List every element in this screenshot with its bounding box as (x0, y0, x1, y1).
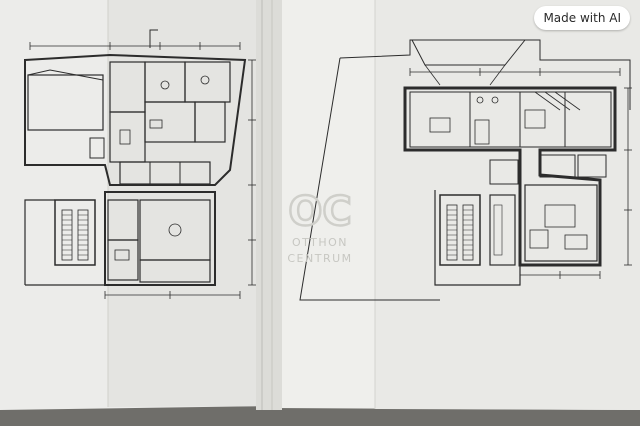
center-fold (256, 0, 282, 410)
watermark-line2: CENTRUM (287, 252, 352, 265)
made-with-ai-badge: Made with AI (534, 6, 630, 30)
right-floor-plan (299, 39, 632, 301)
otthon-centrum-watermark: OC OTTHON CENTRUM (287, 188, 353, 265)
left-floor-plan (24, 29, 256, 299)
watermark-logo: OC (288, 189, 351, 235)
watermark-line1: OTTHON (292, 236, 348, 249)
